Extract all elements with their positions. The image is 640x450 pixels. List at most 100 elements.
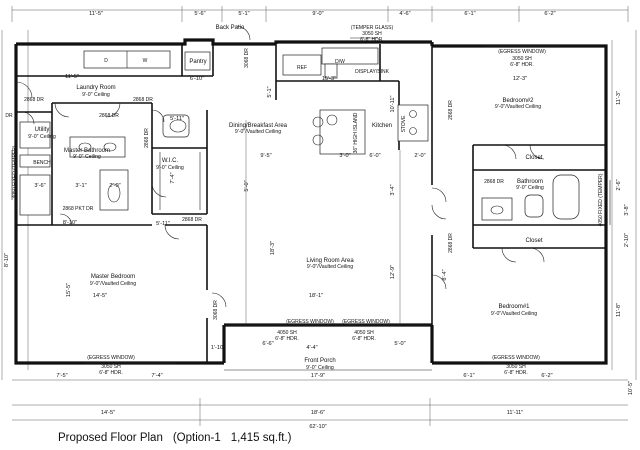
sh-4050-a-label: 4050 SH bbox=[277, 330, 297, 336]
fixed-window-left-label: 4050 FIXED (TEMPER) bbox=[12, 145, 18, 198]
dim-6-2b: 6'-2" bbox=[541, 373, 552, 379]
dr-2868-wic-label: 2868 DR bbox=[144, 128, 150, 148]
hdr-4050-a-label: 6'-8" HDR. bbox=[275, 336, 299, 342]
dining-label: Dining/Breakfast Area bbox=[229, 123, 288, 129]
dim-8-4: 8'-4" bbox=[442, 269, 448, 280]
dim-3-7: 5'-1" bbox=[267, 86, 273, 97]
master-bath-ceiling: 9'-0" Ceiling bbox=[73, 154, 101, 160]
master-bath-label: Master Bathroom bbox=[64, 148, 110, 154]
back-patio-label: Back Patio bbox=[216, 25, 245, 31]
hdr-4050-b-label: 6'-8" HDR. bbox=[352, 336, 376, 342]
dim-10-5: 10'-5" bbox=[628, 381, 634, 395]
dr-2868-a-label: 2868 DR bbox=[24, 97, 44, 103]
fixtures bbox=[19, 47, 580, 221]
dim-9-5: 9'-5" bbox=[260, 153, 271, 159]
utility-label: Utility bbox=[35, 127, 50, 133]
dim-11-3: 11'-3" bbox=[616, 91, 622, 105]
dim-11-8: 11'-8" bbox=[616, 303, 622, 317]
dim-3-4: 3'-4" bbox=[390, 184, 396, 195]
dim-7-5: 7'-5" bbox=[56, 373, 67, 379]
dr-left-label: DR bbox=[5, 113, 13, 119]
dr-3068-back-label: 3068 DR bbox=[244, 48, 250, 68]
dim-5-11a: 5'-11" bbox=[170, 116, 184, 122]
dr-2868-e-label: 2868 DR bbox=[484, 179, 504, 185]
front-porch-label: Front Porch bbox=[304, 358, 335, 364]
stove-label: STOVE bbox=[401, 115, 407, 133]
dim-top-2: 5'-6" bbox=[194, 11, 205, 17]
dim-3-6: 3'-6" bbox=[34, 183, 45, 189]
laundry-ceiling: 9'-0" Ceiling bbox=[82, 92, 110, 98]
dim-11-11: 11'-11" bbox=[507, 410, 524, 416]
dim-15-3: 15'-3" bbox=[322, 76, 336, 82]
bench-label: BENCH bbox=[33, 160, 51, 166]
bedroom1-ceiling: 9'-0"/Vaulted Ceiling bbox=[491, 311, 537, 317]
dim-2-6: 2'-6" bbox=[616, 179, 622, 190]
dim-8-10: 8'-10" bbox=[63, 220, 77, 226]
dim-top-4: 9'-0" bbox=[312, 11, 323, 17]
dr-3068-front-label: 3068 DR bbox=[213, 300, 219, 320]
dim-2-10: 2'-10" bbox=[624, 233, 630, 247]
dim-18-3: 18'-3" bbox=[270, 241, 276, 255]
closet-b-label: Closet bbox=[525, 238, 542, 244]
dim-15-5: 15'-5" bbox=[66, 283, 72, 297]
plan-title: Proposed Floor Plan bbox=[58, 432, 163, 444]
bedroom2-ceiling: 9'-0"/Vaulted Ceiling bbox=[495, 104, 541, 110]
dim-3-1: 3'-1" bbox=[75, 183, 86, 189]
fixed-window-right-label: 4050 FIXED (TEMPER) bbox=[598, 173, 604, 226]
wic-ceiling: 9'-0" Ceiling bbox=[156, 165, 184, 171]
bathroom-ceiling: 9'-0" Ceiling bbox=[516, 185, 544, 191]
dim-5-11b: 5'-11" bbox=[156, 221, 170, 227]
dr-2868-d-label: 2868 DR bbox=[182, 217, 202, 223]
dim-2-0b: 2'-0" bbox=[109, 183, 120, 189]
island-label: 36" HIGH ISLAND bbox=[353, 112, 359, 153]
temper-glass-label: (TEMPER GLASS) bbox=[351, 25, 394, 31]
dim-6-6: 6'-6" bbox=[262, 341, 273, 347]
dw-label: D/W bbox=[335, 59, 345, 65]
bathroom-label: Bathroom bbox=[517, 179, 543, 185]
windows bbox=[11, 37, 611, 371]
dim-top-1: 11'-5" bbox=[89, 11, 103, 17]
plan-caption: Proposed Floor Plan (Option-1 1,415 sq.ft.… bbox=[58, 432, 302, 444]
dim-6-1b: 6'-1" bbox=[463, 373, 474, 379]
room-labels: Back Patio Pantry Laundry Room 9'-0" Cei… bbox=[28, 25, 544, 371]
closet-a-label: Closet bbox=[525, 155, 542, 161]
egress-living-1-label: (EGRESS WINDOW) bbox=[286, 319, 334, 325]
dining-ceiling: 9'-0"/Vaulted Ceiling bbox=[235, 129, 281, 135]
master-bed-ceiling: 9'-0"/Vaulted Ceiling bbox=[90, 281, 136, 287]
dr-2868-bed2-label: 2868 DR bbox=[448, 100, 454, 120]
dr-2868-c-label: 2868 DR bbox=[99, 113, 119, 119]
laundry-label: Laundry Room bbox=[76, 85, 115, 91]
dim-11-5: 11'-5" bbox=[65, 74, 79, 80]
egress-living-2-label: (EGRESS WINDOW) bbox=[342, 319, 390, 325]
egress-bed2-label: (EGRESS WINDOW) bbox=[498, 49, 546, 55]
dim-12-9: 12'-9" bbox=[390, 265, 396, 279]
egress-master-label: (EGRESS WINDOW) bbox=[87, 355, 135, 361]
sh-3050-bed1-label: 3050 SH bbox=[506, 364, 526, 370]
dimension-text: 11'-5" 5'-6" 5'-1" 9'-0" 4'-6" 6'-1" 6'-… bbox=[4, 11, 634, 430]
dim-5-0: 5'-0" bbox=[244, 180, 250, 191]
wic-label: W.I.C. bbox=[162, 158, 179, 164]
hdr-3050-bed2-label: 6'-8" HDR. bbox=[510, 62, 534, 68]
dim-4-4: 4'-4" bbox=[306, 345, 317, 351]
dr-2868-b-label: 2868 DR bbox=[133, 97, 153, 103]
plan-area: 1,415 sq.ft.) bbox=[230, 432, 292, 444]
kitchen-label: Kitchen bbox=[372, 123, 392, 129]
dim-6-10: 6'-10" bbox=[190, 76, 204, 82]
dim-14-5b: 14'-5" bbox=[101, 410, 115, 416]
dim-62-10: 62'-10" bbox=[309, 424, 326, 430]
plan-option: (Option-1 bbox=[172, 432, 221, 444]
sh-3050-master-label: 3050 SH bbox=[101, 364, 121, 370]
dim-14-5a: 14'-5" bbox=[93, 293, 107, 299]
dim-7-4a: 7'-4" bbox=[170, 172, 176, 183]
egress-bed1-label: (EGRESS WINDOW) bbox=[492, 355, 540, 361]
dim-top-7: 6'-2" bbox=[544, 11, 555, 17]
dim-top-3: 5'-1" bbox=[238, 11, 249, 17]
dim-3-0: 3'-0" bbox=[339, 153, 350, 159]
dim-2-0a: 2'-0" bbox=[414, 153, 425, 159]
ref-label: REF bbox=[297, 65, 307, 71]
bedroom1-label: Bedroom#1 bbox=[498, 304, 530, 310]
dim-3-8: 3'-8" bbox=[624, 204, 630, 215]
hdr-top-label: 6'-8" HDR. bbox=[360, 37, 384, 43]
dim-top-6: 6'-1" bbox=[464, 11, 475, 17]
dr-2868-bed1-label: 2868 DR bbox=[448, 233, 454, 253]
